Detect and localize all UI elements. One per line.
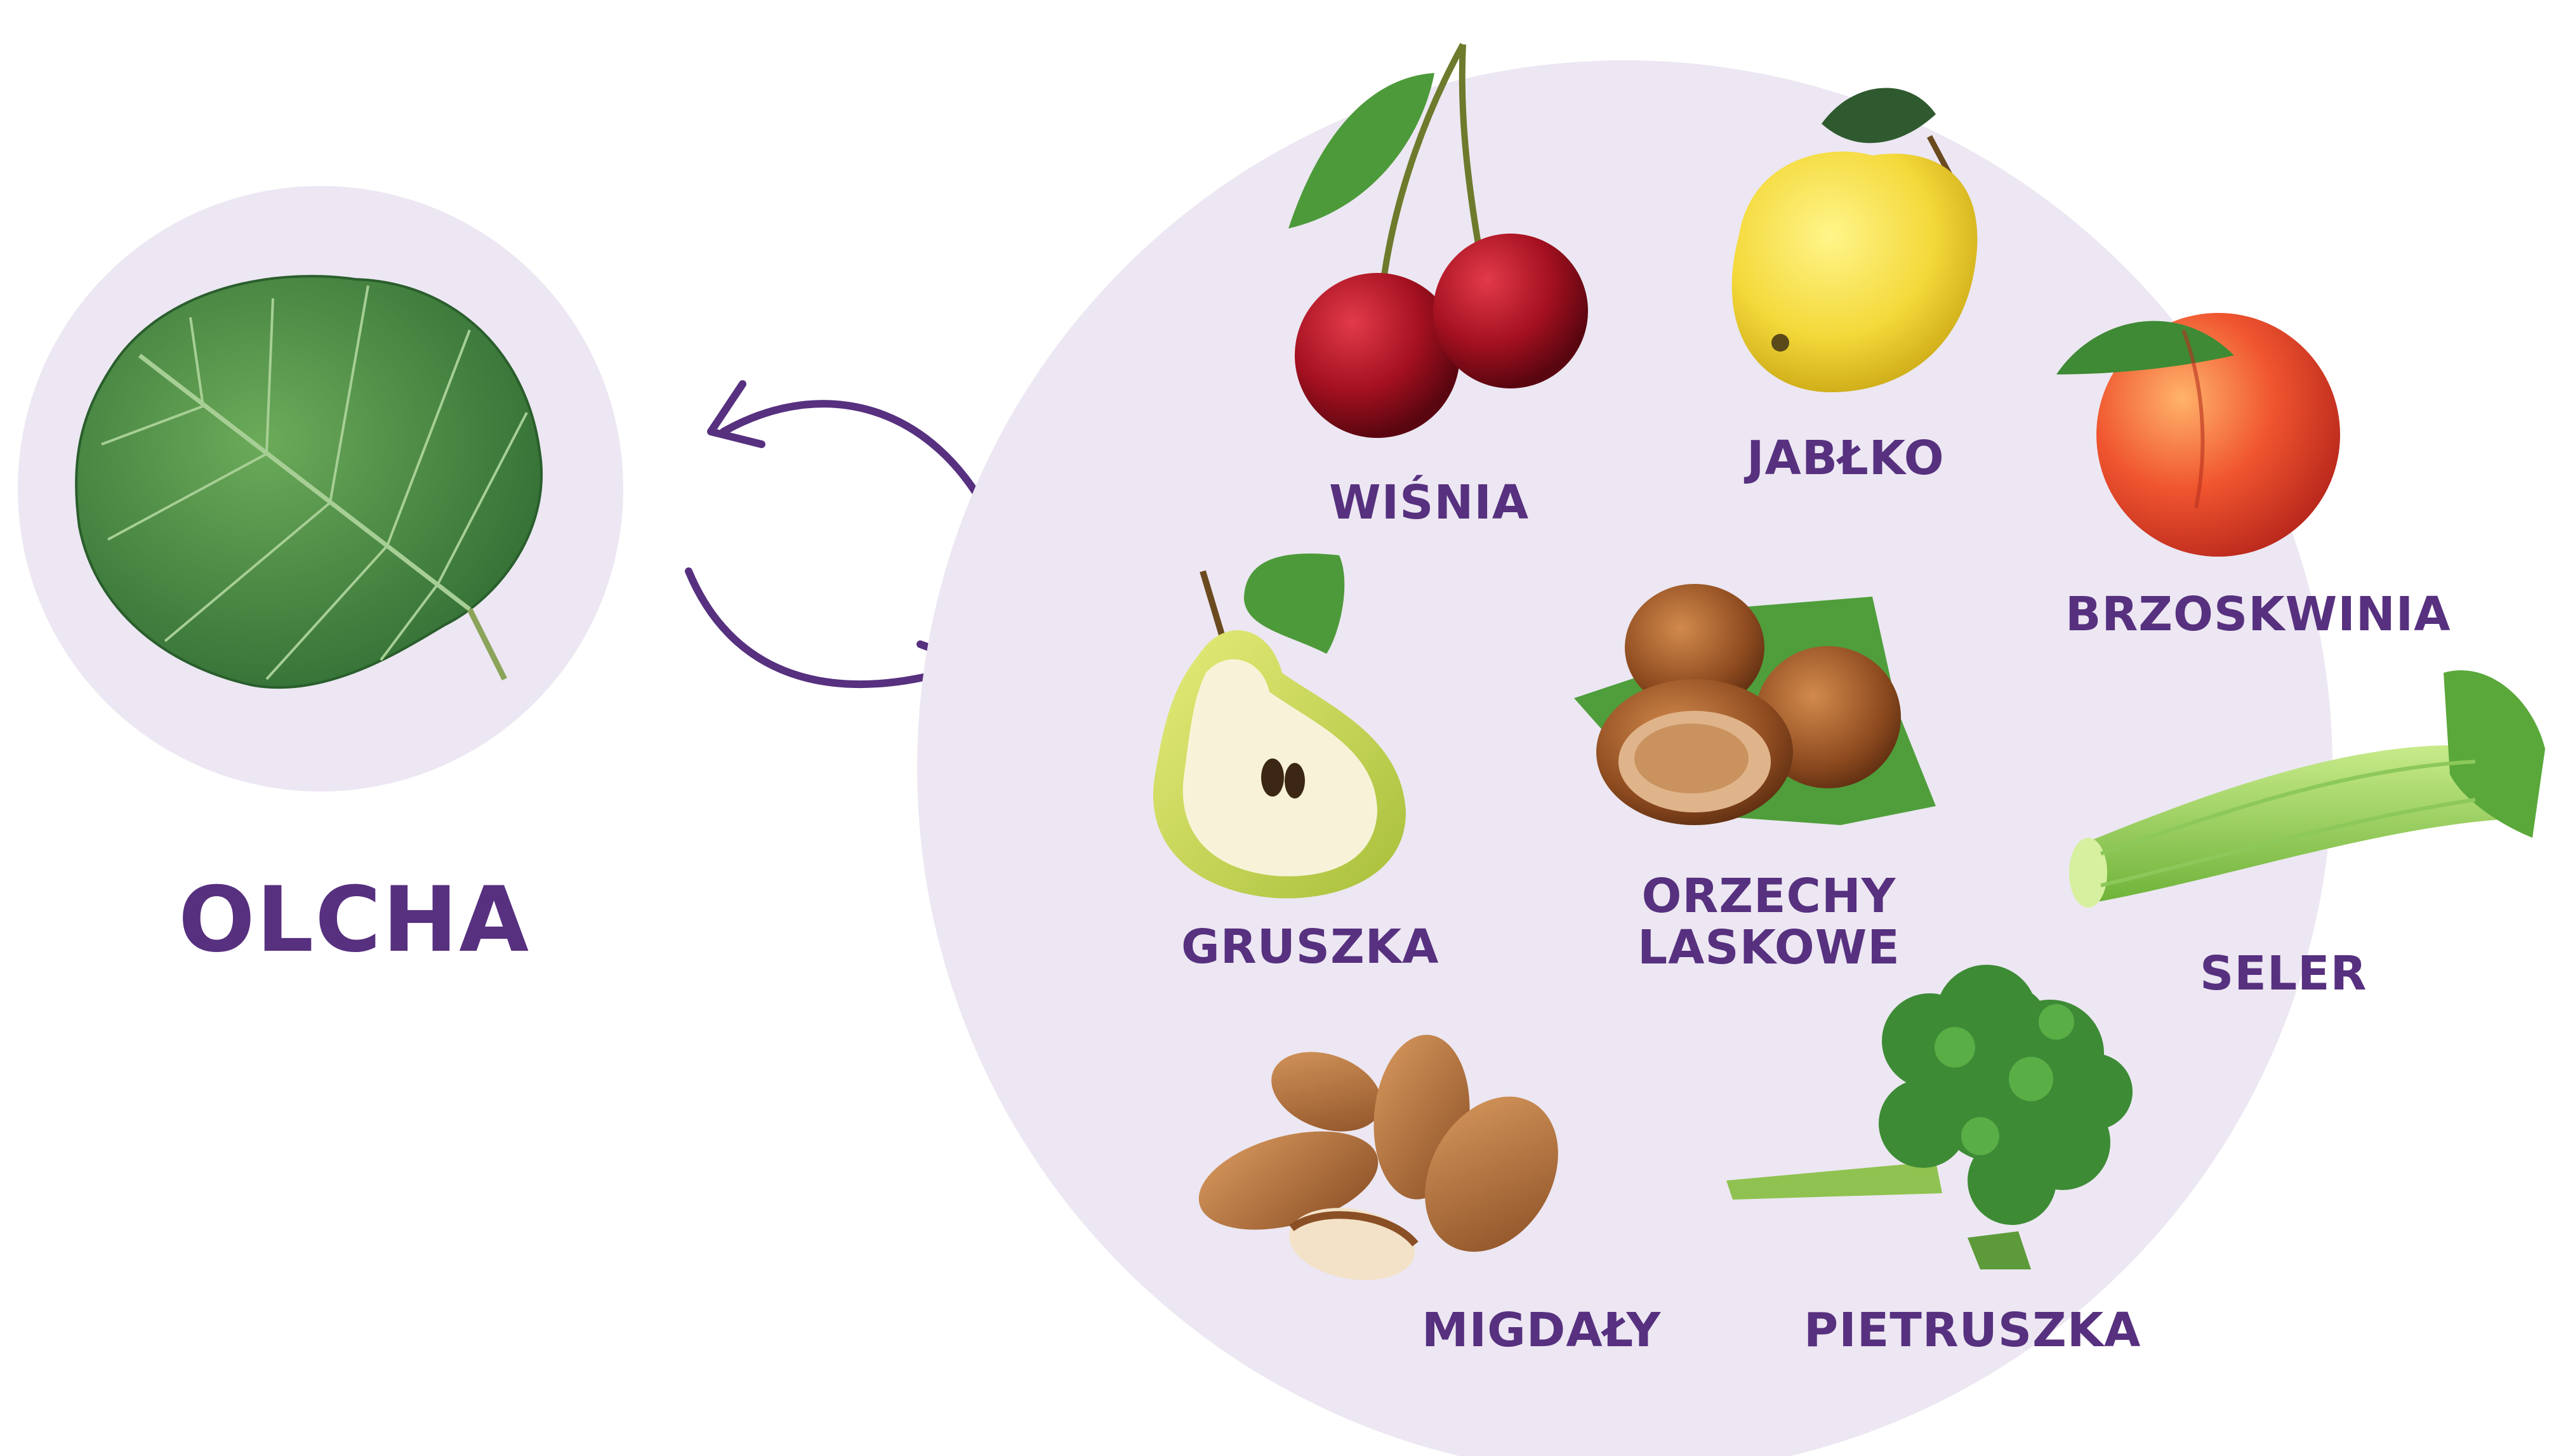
source-label: OLCHA xyxy=(178,871,530,970)
food-label-wisnia: WIŚNIA xyxy=(1329,477,1529,529)
food-label-laskowe: LASKOWE xyxy=(1638,922,1900,974)
food-label-jablko: JABŁKO xyxy=(1747,433,1945,484)
food-label-orzechy-laskowe: ORZECHY LASKOWE xyxy=(1638,871,1900,974)
food-label-gruszka: GRUSZKA xyxy=(1181,922,1439,973)
food-label-pietruszka: PIETRUSZKA xyxy=(1804,1305,2141,1356)
arrow-to-foods xyxy=(689,571,965,684)
food-label-brzoskwinia: BRZOSKWINIA xyxy=(2065,589,2451,640)
arrow-to-source xyxy=(724,404,990,517)
food-label-orzechy: ORZECHY xyxy=(1638,871,1900,922)
food-label-seler: SELER xyxy=(2200,948,2367,1000)
food-label-migdaly: MIGDAŁY xyxy=(1422,1305,1661,1356)
